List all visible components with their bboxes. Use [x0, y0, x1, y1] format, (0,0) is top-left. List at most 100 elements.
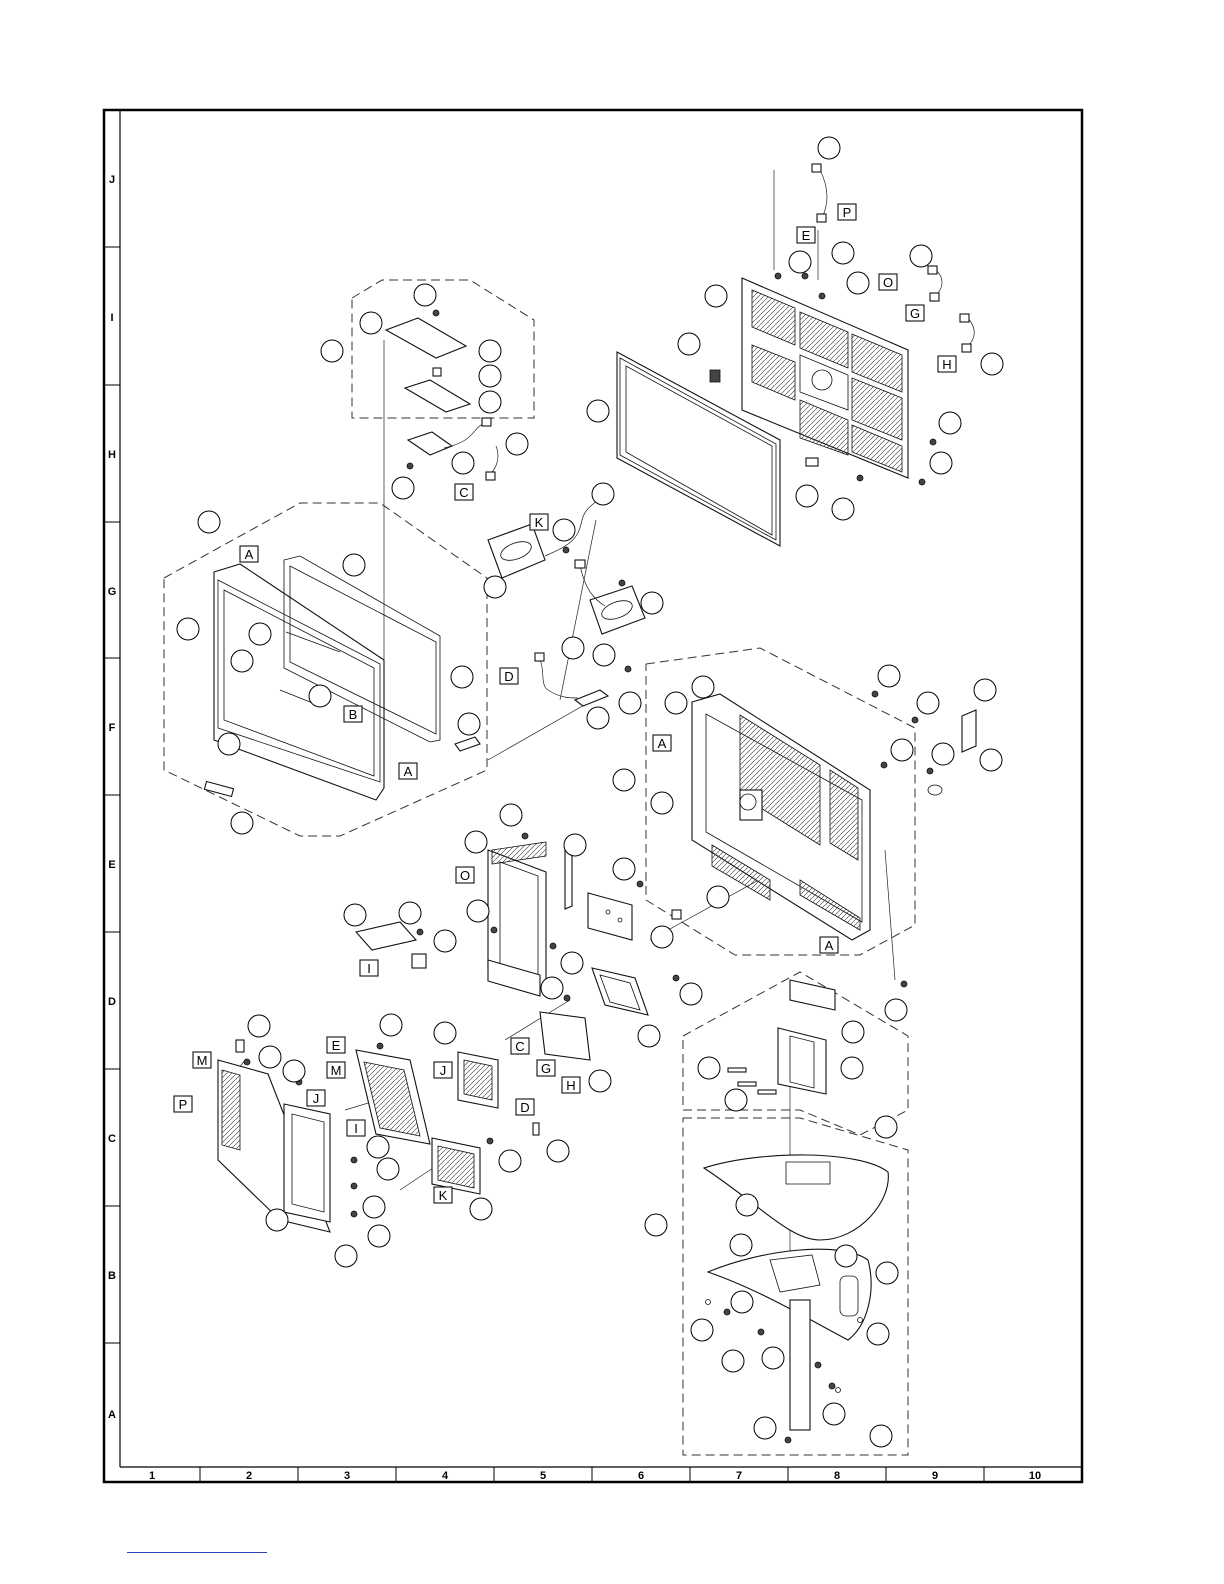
callout-bubble	[818, 137, 840, 159]
svg-text:E: E	[332, 1038, 341, 1053]
callout-bubble	[249, 623, 271, 645]
svg-text:B: B	[349, 707, 358, 722]
svg-text:D: D	[520, 1100, 529, 1115]
callout-bubble	[651, 926, 673, 948]
callout-bubble	[392, 477, 414, 499]
callout-bubble	[867, 1323, 889, 1345]
callout-bubble	[484, 576, 506, 598]
svg-text:A: A	[245, 547, 254, 562]
letter-tag: J	[307, 1090, 325, 1106]
callout-bubble	[479, 340, 501, 362]
callout-bubbles	[177, 137, 1003, 1447]
svg-text:J: J	[313, 1091, 320, 1106]
row-label: A	[108, 1409, 116, 1421]
letter-tag: E	[797, 227, 815, 243]
callout-bubble	[762, 1347, 784, 1369]
svg-text:M: M	[331, 1063, 342, 1078]
row-label: E	[108, 859, 115, 871]
callout-bubble	[458, 713, 480, 735]
row-label: J	[109, 174, 115, 186]
callout-bubble	[691, 1319, 713, 1341]
callout-bubble	[847, 272, 869, 294]
letter-tag: K	[434, 1187, 452, 1203]
callout-bubble	[917, 692, 939, 714]
letter-tag: I	[347, 1120, 365, 1136]
letter-tag: I	[360, 960, 378, 976]
letter-tag: P	[174, 1096, 192, 1112]
letter-tag: A	[820, 937, 838, 953]
row-label: I	[110, 312, 113, 324]
letter-tag: E	[327, 1037, 345, 1053]
callout-bubble	[641, 592, 663, 614]
callout-bubble	[613, 858, 635, 880]
callout-bubble	[367, 1136, 389, 1158]
svg-text:K: K	[439, 1188, 448, 1203]
letter-tag: A	[653, 735, 671, 751]
letter-tag: D	[516, 1099, 534, 1115]
svg-text:C: C	[515, 1039, 524, 1054]
letter-tag: O	[879, 274, 897, 290]
svg-text:I: I	[354, 1121, 358, 1136]
callout-bubble	[434, 1022, 456, 1044]
callout-bubble	[823, 1403, 845, 1425]
callout-bubble	[722, 1350, 744, 1372]
callout-bubble	[789, 251, 811, 273]
callout-bubble	[939, 412, 961, 434]
column-label: 3	[344, 1470, 350, 1482]
row-label: G	[108, 586, 117, 598]
front-bezel	[214, 564, 384, 800]
callout-bubble	[835, 1245, 857, 1267]
letter-tag: G	[537, 1060, 555, 1076]
callout-bubble	[876, 1262, 898, 1284]
letter-tag: M	[327, 1062, 345, 1078]
svg-text:M: M	[197, 1053, 208, 1068]
row-label: F	[109, 722, 116, 734]
callout-bubble	[360, 312, 382, 334]
callout-bubble	[562, 637, 584, 659]
callout-bubble	[248, 1015, 270, 1037]
callout-bubble	[500, 804, 522, 826]
letter-tag: K	[530, 514, 548, 530]
callout-bubble	[177, 618, 199, 640]
callout-bubble	[259, 1046, 281, 1068]
callout-bubble	[731, 1291, 753, 1313]
svg-text:J: J	[440, 1063, 447, 1078]
column-label: 6	[638, 1470, 644, 1482]
callout-bubble	[878, 665, 900, 687]
svg-text:C: C	[459, 485, 468, 500]
callout-bubble	[218, 733, 240, 755]
svg-text:H: H	[566, 1078, 575, 1093]
callout-bubble	[651, 792, 673, 814]
row-label: C	[108, 1133, 116, 1145]
callout-bubble	[479, 365, 501, 387]
letter-tag: M	[193, 1052, 211, 1068]
callout-bubble	[283, 1060, 305, 1082]
callout-bubble	[321, 340, 343, 362]
callout-bubble	[343, 554, 365, 576]
callout-bubble	[399, 902, 421, 924]
letter-tag: H	[938, 356, 956, 372]
letter-tag: J	[434, 1062, 452, 1078]
letter-tag: O	[456, 867, 474, 883]
frame	[104, 110, 1082, 1482]
callout-bubble	[613, 769, 635, 791]
callout-bubble	[380, 1014, 402, 1036]
callout-bubble	[680, 983, 702, 1005]
svg-text:I: I	[367, 961, 371, 976]
callout-bubble	[541, 977, 563, 999]
footer-link-underline[interactable]	[127, 1552, 267, 1553]
row-labels: J I H G F E D C B A	[108, 174, 117, 1421]
callout-bubble	[796, 485, 818, 507]
svg-text:E: E	[802, 228, 811, 243]
callout-bubble	[910, 245, 932, 267]
column-label: 8	[834, 1470, 840, 1482]
column-label: 10	[1029, 1470, 1041, 1482]
callout-bubble	[506, 433, 528, 455]
callout-bubble	[930, 452, 952, 474]
callout-bubble	[678, 333, 700, 355]
callout-bubble	[452, 452, 474, 474]
column-label: 9	[932, 1470, 938, 1482]
svg-text:H: H	[942, 357, 951, 372]
callout-bubble	[564, 834, 586, 856]
row-label: D	[108, 996, 116, 1008]
